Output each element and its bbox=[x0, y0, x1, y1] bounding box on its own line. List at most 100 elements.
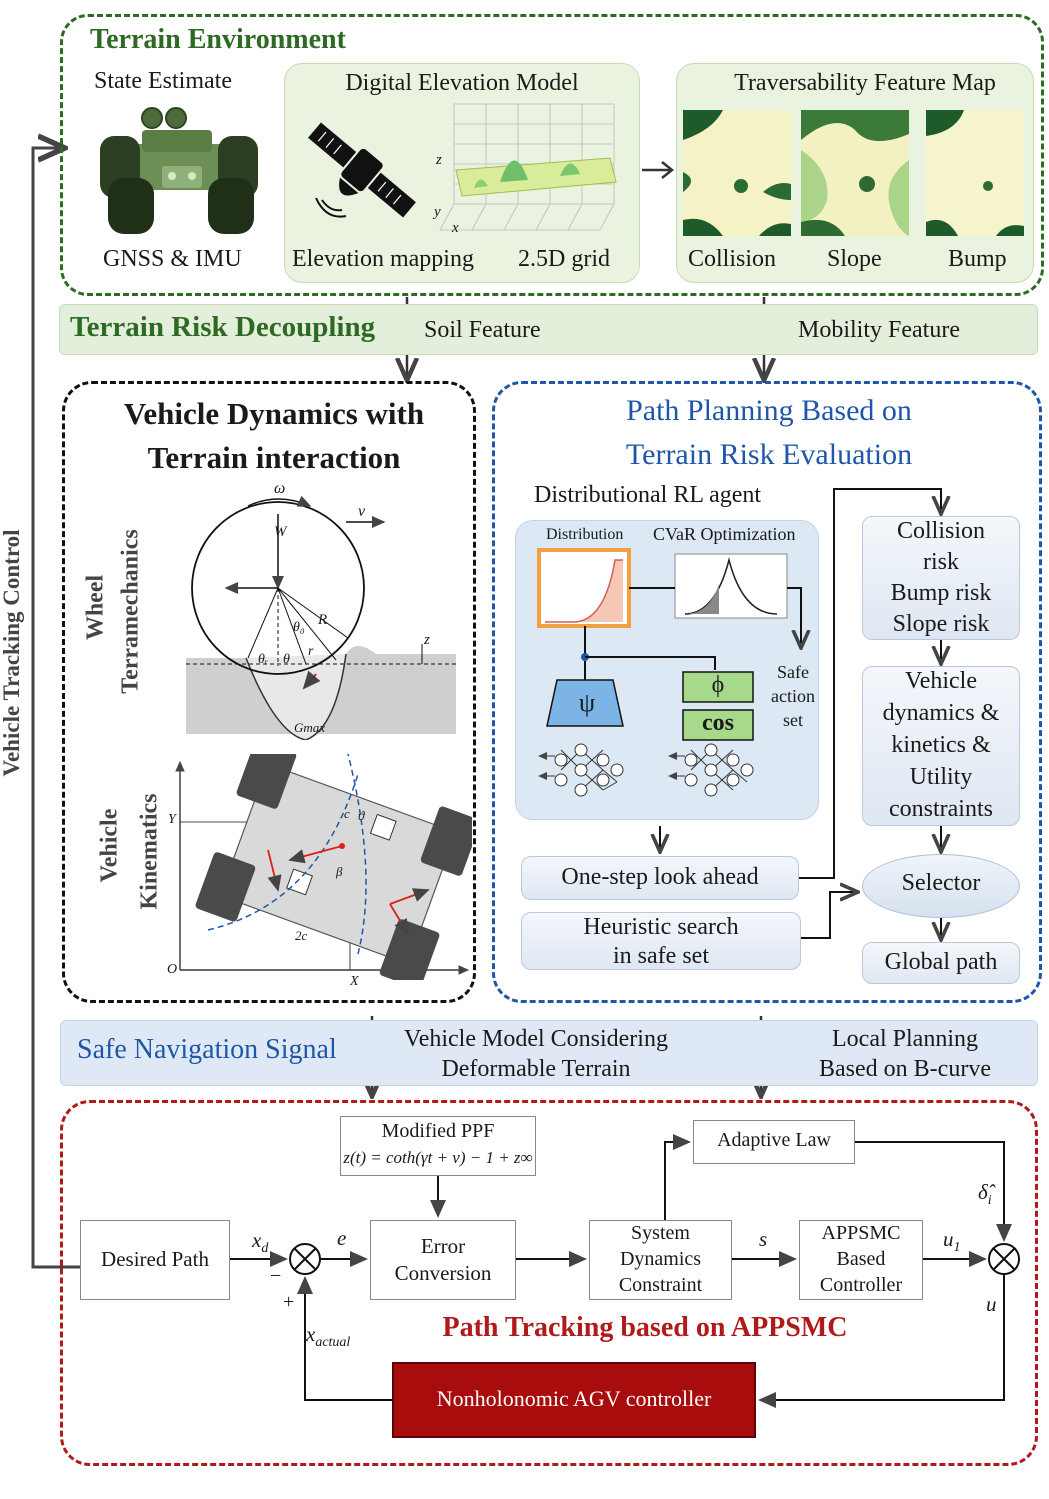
cvar-label: CVaR Optimization bbox=[653, 524, 796, 544]
appsmc-controller-box bbox=[799, 1220, 923, 1300]
v-label: v bbox=[358, 503, 366, 520]
plus-sign: + bbox=[283, 1291, 295, 1313]
thetar-label: θᵣ bbox=[258, 652, 269, 667]
ctrl-line-3: Controller bbox=[819, 1274, 903, 1296]
safe-label-3: set bbox=[783, 710, 803, 730]
delta-sub: i bbox=[987, 1193, 992, 1209]
omega-label: ω bbox=[274, 480, 286, 497]
veh-line-2: dynamics & bbox=[882, 700, 1000, 726]
safe-label-2: action bbox=[771, 686, 815, 706]
soil-feature-label: Soil Feature bbox=[424, 317, 541, 343]
safe-navigation-band bbox=[60, 1020, 1038, 1086]
sys-line-2: Dynamics bbox=[619, 1248, 702, 1270]
kin-2c-label: 2c bbox=[295, 928, 308, 943]
vehicle-model-line-2: Deformable Terrain bbox=[441, 1056, 631, 1082]
r-small-label: r bbox=[308, 644, 314, 659]
map-label-bump: Bump bbox=[948, 246, 1007, 272]
risk-line-1: Collision bbox=[896, 518, 986, 544]
ppf-box bbox=[340, 1116, 536, 1176]
mobility-feature-label: Mobility Feature bbox=[798, 317, 960, 343]
cos-label: cos bbox=[702, 710, 734, 736]
slope-map bbox=[801, 110, 909, 236]
w-label: W bbox=[274, 524, 287, 540]
minus-sign: − bbox=[270, 1265, 282, 1287]
risk-line-4: Slope risk bbox=[892, 611, 990, 637]
theta-label: θ bbox=[283, 652, 290, 667]
z-label: z bbox=[424, 632, 430, 648]
xa-main: x bbox=[306, 1322, 316, 1346]
xd-label: xd bbox=[252, 1228, 268, 1257]
e-label: e bbox=[337, 1226, 347, 1250]
vehicle-kinematics-figure bbox=[175, 754, 472, 980]
satellite-icon bbox=[308, 122, 416, 218]
rl-agent-label: Distributional RL agent bbox=[534, 482, 762, 508]
elevation-mapping-label: Elevation mapping bbox=[292, 246, 474, 272]
adaptive-law-label: Adaptive Law bbox=[717, 1129, 831, 1151]
terrain-environment-section bbox=[60, 14, 1044, 296]
kin-beta-label: β bbox=[336, 864, 343, 879]
bump-map bbox=[926, 110, 1024, 236]
risk-box bbox=[862, 516, 1020, 640]
theta0-label: θ₀ bbox=[293, 620, 305, 635]
u-label: u bbox=[986, 1292, 997, 1316]
s-label: s bbox=[759, 1227, 768, 1251]
terrain-environment-title: Terrain Environment bbox=[90, 24, 346, 55]
global-path-label: Global path bbox=[884, 949, 998, 975]
xd-sub: d bbox=[261, 1241, 269, 1257]
error-conversion-box bbox=[370, 1220, 516, 1300]
agv-controller-label: Nonholonomic AGV controller bbox=[436, 1386, 712, 1411]
safe-label-1: Safe bbox=[777, 662, 809, 682]
path-planning-section bbox=[492, 381, 1042, 1003]
kin-o-label: O bbox=[167, 962, 178, 977]
map-label-slope: Slope bbox=[827, 246, 882, 272]
delta-label: δ̂i bbox=[978, 1180, 992, 1209]
sys-line-3: Constraint bbox=[618, 1274, 703, 1296]
state-estimate-label: State Estimate bbox=[94, 68, 232, 94]
ctrl-line-2: Based bbox=[836, 1248, 886, 1270]
terrain-risk-decoupling-title: Terrain Risk Decoupling bbox=[70, 311, 376, 343]
rl-network-diagram bbox=[537, 548, 819, 797]
path-tracking-section bbox=[60, 1100, 1038, 1466]
risk-line-2: risk bbox=[923, 549, 959, 575]
vehicle-dynamics-section bbox=[62, 381, 476, 1003]
rover-icon bbox=[100, 107, 258, 234]
lookahead-box bbox=[521, 856, 799, 900]
gnss-imu-label: GNSS & IMU bbox=[103, 246, 242, 272]
kin-c-label: c bbox=[344, 806, 350, 821]
veh-line-4: Utility bbox=[909, 764, 973, 790]
dem-to-map-arrow bbox=[642, 161, 675, 179]
adaptive-law-box bbox=[693, 1120, 855, 1164]
ppf-line-1: Modified PPF bbox=[381, 1120, 495, 1142]
risk-line-3: Bump risk bbox=[890, 580, 992, 606]
dem-title-text: Digital Elevation Model bbox=[345, 70, 579, 96]
error-line-1: Error bbox=[420, 1234, 466, 1258]
system-constraint-box bbox=[589, 1220, 732, 1300]
dynamics-title-line1: Vehicle Dynamics with bbox=[123, 396, 425, 431]
heuristic-line-2: in safe set bbox=[613, 943, 709, 969]
terrain-risk-decoupling-band bbox=[59, 304, 1038, 355]
r-big-label: R bbox=[318, 612, 328, 628]
sys-line-1: System bbox=[631, 1222, 690, 1244]
kin-y-label: Y bbox=[168, 812, 176, 827]
vehicle-model-line-1: Vehicle Model Considering bbox=[404, 1026, 668, 1052]
local-planning-line-2: Based on B-curve bbox=[819, 1056, 991, 1082]
ctrl-line-1: APPSMC bbox=[821, 1222, 901, 1244]
veh-line-5: constraints bbox=[889, 796, 993, 822]
selector-label: Selector bbox=[901, 870, 981, 896]
grid-label: 2.5D grid bbox=[518, 246, 610, 272]
collision-map bbox=[683, 110, 791, 236]
xactual-label: xactual bbox=[306, 1322, 350, 1351]
wheel-terramechanics-figure bbox=[186, 495, 456, 740]
psi-label: ψ bbox=[578, 688, 596, 717]
axis-x-label: x bbox=[452, 220, 459, 236]
ppf-line-2: z(t) = coth(γt + v) − 1 + z∞ bbox=[343, 1148, 533, 1167]
xa-sub: actual bbox=[315, 1335, 351, 1351]
veh-line-3: kinetics & bbox=[891, 732, 991, 758]
kin-x-label: X bbox=[350, 974, 359, 989]
axis-y-label: y bbox=[434, 204, 441, 220]
map-label-collision: Collision bbox=[688, 246, 777, 272]
delta-main: δ̂ bbox=[978, 1180, 988, 1204]
axis-z-label: z bbox=[436, 152, 442, 168]
